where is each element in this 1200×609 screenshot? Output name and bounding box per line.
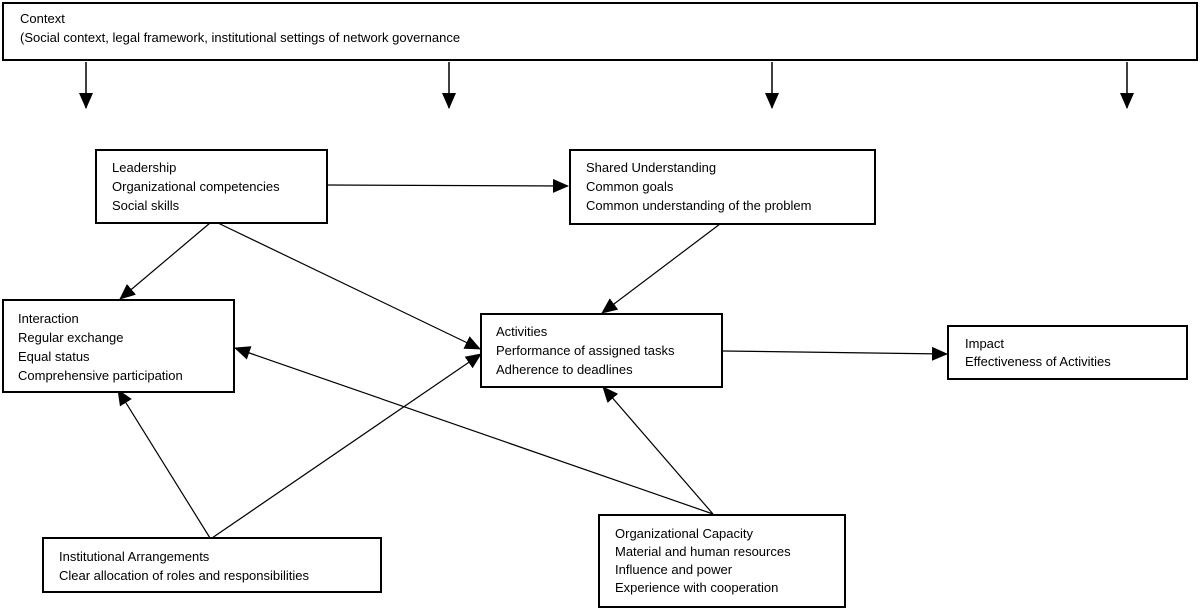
interaction-item: Equal status — [18, 349, 90, 364]
impact-item: Effectiveness of Activities — [965, 354, 1111, 369]
institutional-arrangements-item: Clear allocation of roles and responsibi… — [59, 568, 310, 583]
organizational-capacity-item: Material and human resources — [615, 544, 791, 559]
arrow-capacity-interaction — [234, 346, 714, 515]
interaction-item: Comprehensive participation — [18, 368, 183, 383]
activities-item: Adherence to deadlines — [496, 362, 633, 377]
context-subtitle: (Social context, legal framework, instit… — [20, 30, 461, 45]
organizational-capacity-title: Organizational Capacity — [615, 526, 754, 541]
shared-understanding-title: Shared Understanding — [586, 160, 717, 175]
leadership-title: Leadership — [112, 160, 177, 175]
interaction-box: Interaction Regular exchange Equal statu… — [2, 299, 235, 393]
context-title: Context — [20, 11, 65, 26]
arrow-institutional-activities — [211, 353, 482, 539]
organizational-capacity-item: Influence and power — [615, 562, 733, 577]
interaction-title: Interaction — [18, 311, 79, 326]
organizational-capacity-item: Experience with cooperation — [615, 580, 779, 595]
institutional-arrangements-box: Institutional Arrangements Clear allocat… — [42, 537, 382, 593]
arrow-leadership-activities — [217, 222, 481, 350]
shared-understanding-item: Common goals — [586, 179, 674, 194]
organizational-capacity-box: Organizational Capacity Material and hum… — [598, 514, 846, 608]
impact-box: Impact Effectiveness of Activities — [947, 325, 1188, 380]
arrow-shared-activities — [601, 223, 721, 314]
shared-understanding-box: Shared Understanding Common goals Common… — [569, 149, 876, 225]
activities-item: Performance of assigned tasks — [496, 343, 675, 358]
arrow-institutional-interaction — [117, 389, 211, 539]
leadership-box: Leadership Organizational competencies S… — [95, 149, 328, 224]
activities-box: Activities Performance of assigned tasks… — [480, 313, 723, 388]
shared-understanding-item: Common understanding of the problem — [586, 198, 812, 213]
activities-title: Activities — [496, 324, 548, 339]
arrow-activities-impact — [722, 346, 948, 361]
arrow-leadership-interaction — [119, 222, 211, 300]
impact-title: Impact — [965, 336, 1005, 351]
arrow-leadership-shared — [326, 178, 569, 193]
context-box: Context (Social context, legal framework… — [2, 2, 1198, 61]
institutional-arrangements-title: Institutional Arrangements — [59, 549, 210, 564]
arrow-capacity-activities — [602, 386, 714, 515]
leadership-item: Social skills — [112, 198, 180, 213]
interaction-item: Regular exchange — [18, 330, 124, 345]
leadership-item: Organizational competencies — [112, 179, 280, 194]
